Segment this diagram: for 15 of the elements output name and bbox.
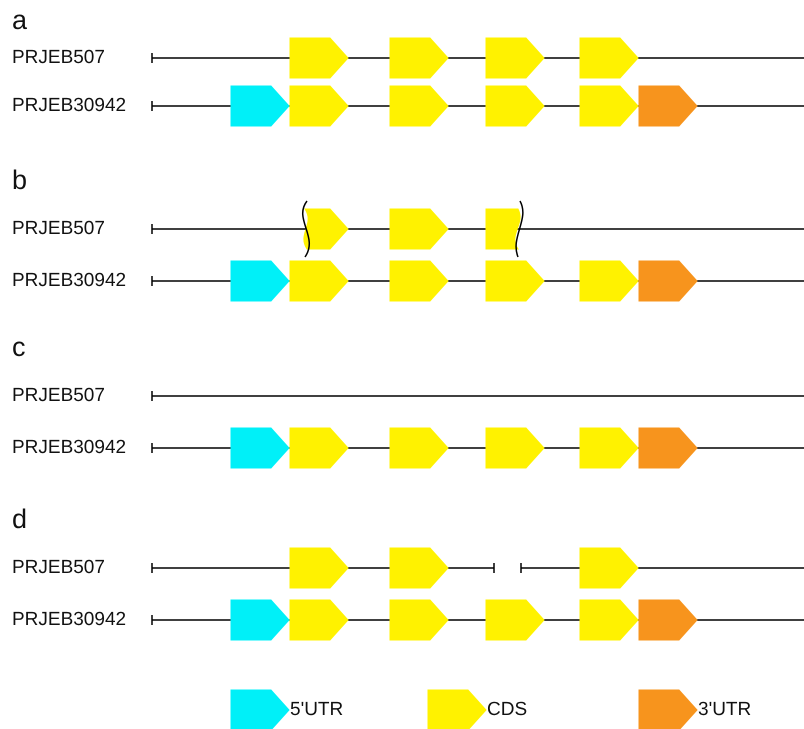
track-label: PRJEB507 — [12, 385, 105, 407]
track-label: PRJEB30942 — [12, 270, 126, 292]
panel-letter: a — [12, 5, 28, 35]
legend-label: CDS — [487, 699, 528, 721]
track-label: PRJEB507 — [12, 47, 105, 69]
panel-letter: b — [12, 165, 28, 195]
legend-label: 3'UTR — [698, 699, 752, 721]
track-label: PRJEB507 — [12, 557, 105, 579]
track-label: PRJEB30942 — [12, 609, 126, 631]
panel-letter: d — [12, 504, 28, 534]
legend-label: 5'UTR — [290, 699, 344, 721]
track-label: PRJEB30942 — [12, 95, 126, 117]
track-label: PRJEB507 — [12, 218, 105, 240]
track-label: PRJEB30942 — [12, 437, 126, 459]
panel-letter: c — [12, 332, 26, 362]
